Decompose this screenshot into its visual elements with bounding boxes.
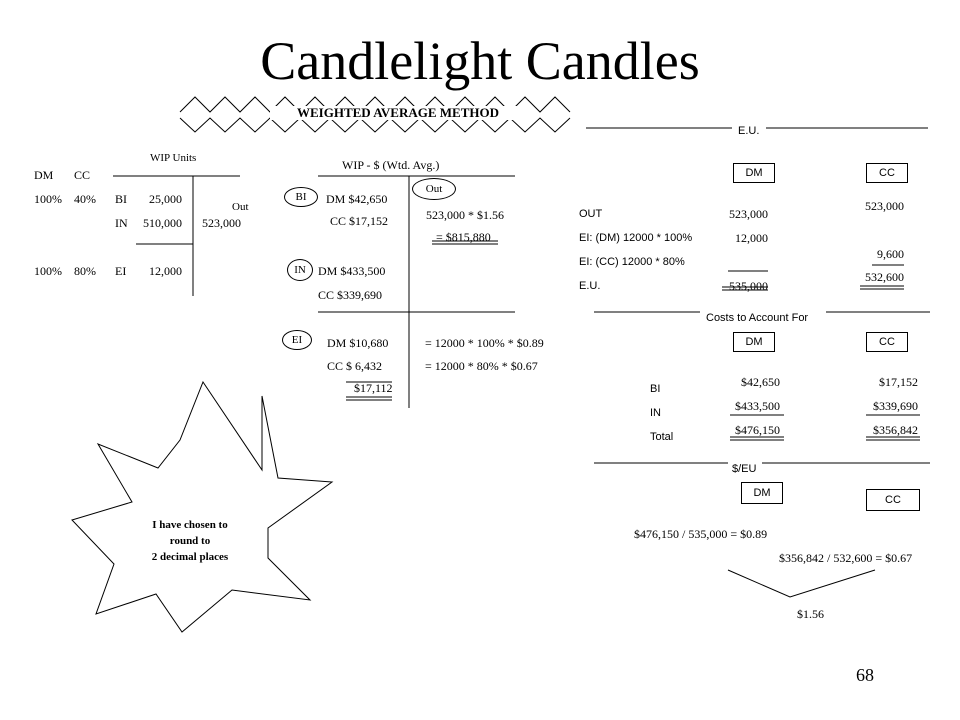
eu-cc-ei: 9,600 [877, 247, 904, 261]
wip-units-bi-dm: 100% [34, 192, 62, 206]
page-title: Candlelight Candles [260, 31, 700, 91]
eu-cc-out: 523,000 [865, 199, 904, 213]
banner-zigzag-right [179, 117, 571, 133]
eu-row-ei-dm-label: EI: (DM) 12000 * 100% [579, 232, 693, 244]
costs-label-bi: BI [650, 383, 661, 395]
wip-out-calc: 523,000 * $1.56 [426, 208, 504, 222]
callout-line-3: 2 decimal places [151, 551, 229, 563]
wip-out-tag: Out [412, 178, 456, 200]
wip-units-ei-cc: 80% [74, 264, 96, 278]
callout-line-2: round to [169, 535, 211, 547]
callout-starburst [71, 380, 334, 633]
wip-ei-dm: DM $10,680 [327, 336, 389, 350]
wip-dollars-title: WIP - $ (Wtd. Avg.) [342, 158, 440, 172]
costs-dm-in: $433,500 [735, 399, 780, 413]
costs-dm-bi: $42,650 [741, 375, 780, 389]
wip-in-cc: CC $339,690 [318, 288, 383, 302]
wip-in-tag: IN [287, 259, 313, 281]
eu-cc-box: CC [866, 163, 908, 183]
wip-in-dm: DM $433,500 [318, 264, 386, 278]
eu-row-total-label: E.U. [579, 280, 601, 292]
per-eu-dm-calc: $476,150 / 535,000 = $0.89 [634, 527, 768, 541]
wip-units-ei-dm: 100% [34, 264, 62, 278]
eu-row-total-dm: 535,000 [729, 279, 768, 293]
costs-dm-box: DM [733, 332, 775, 352]
eu-cc-total: 532,600 [865, 270, 904, 284]
wip-ei-tag: EI [282, 330, 312, 350]
wip-units-bi-cc: 40% [74, 192, 96, 206]
wip-ei-cc-calc: = 12000 * 80% * $0.67 [425, 359, 538, 373]
costs-label-in: IN [650, 407, 661, 419]
per-eu-header: $/EU [732, 463, 757, 475]
banner-label: WEIGHTED AVERAGE METHOD [270, 106, 526, 120]
costs-cc-total: $356,842 [873, 423, 918, 437]
wip-ei-cc: CC $ 6,432 [327, 359, 383, 373]
costs-cc-in: $339,690 [873, 399, 918, 413]
callout-line-1: I have chosen to [152, 519, 228, 531]
eu-row-out-label: OUT [579, 208, 603, 220]
wip-units-bi-value: 25,000 [149, 192, 182, 206]
eu-header: E.U. [738, 125, 760, 137]
costs-cc-box: CC [866, 332, 908, 352]
wip-units-col-dm: DM [34, 168, 54, 182]
costs-label-total: Total [650, 431, 674, 443]
eu-row-out-dm: 523,000 [729, 207, 768, 221]
wip-units-col-cc: CC [74, 168, 91, 182]
per-eu-dm-box: DM [741, 482, 783, 504]
wip-bi-tag: BI [284, 187, 318, 207]
costs-header: Costs to Account For [706, 312, 809, 324]
eu-row-ei-dm-value: 12,000 [735, 231, 768, 245]
wip-units-ei-label: EI [115, 264, 127, 278]
wip-ei-total: $17,112 [354, 381, 393, 395]
wip-out-result: = $815,880 [436, 230, 491, 244]
per-eu-total: $1.56 [797, 607, 824, 621]
wip-units-out-value: 523,000 [202, 216, 241, 230]
wip-units-in-value: 510,000 [143, 216, 182, 230]
costs-dm-total: $476,150 [735, 423, 780, 437]
per-eu-cc-box: CC [866, 489, 920, 511]
per-eu-cc-calc: $356,842 / 532,600 = $0.67 [779, 551, 913, 565]
eu-dm-box: DM [733, 163, 775, 183]
wip-bi-cc: CC $17,152 [330, 214, 389, 228]
wip-units-ei-value: 12,000 [149, 264, 182, 278]
page-number: 68 [856, 665, 874, 685]
wip-units-title: WIP Units [150, 152, 197, 164]
wip-units-in-label: IN [115, 216, 128, 230]
wip-units-bi-label: BI [115, 192, 127, 206]
eu-row-ei-cc-label: EI: (CC) 12000 * 80% [579, 256, 685, 268]
costs-cc-bi: $17,152 [879, 375, 918, 389]
wip-units-out-label: Out [232, 201, 249, 213]
wip-ei-dm-calc: = 12000 * 100% * $0.89 [425, 336, 544, 350]
wip-bi-dm: DM $42,650 [326, 192, 388, 206]
